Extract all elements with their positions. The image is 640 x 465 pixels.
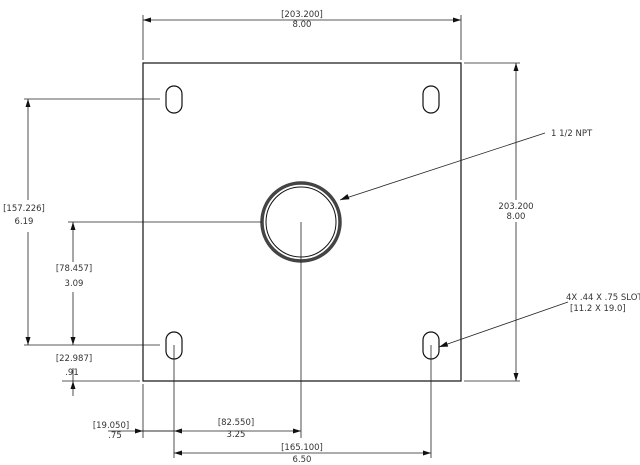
callout-center-hole-label: 1 1/2 NPT <box>551 129 593 139</box>
dim-bottom-slot-offset-imperial: .91 <box>65 368 79 378</box>
dim-left-slot-span: [157.226] 6.19 <box>3 98 160 346</box>
callout-slots-line1: 4X .44 X .75 SLOT <box>566 293 640 303</box>
dim-hole-height-metric: [78.457] <box>56 264 92 274</box>
slot-top-right <box>422 85 440 114</box>
dim-left-slot-span-imperial: 6.19 <box>15 217 34 227</box>
dim-left-slot-offset-metric: [19.050] <box>93 421 129 431</box>
dim-hole-height: [78.457] 3.09 <box>56 221 262 345</box>
dim-top-width: [203.200] 8.00 <box>142 10 462 60</box>
callout-slots: 4X .44 X .75 SLOT [11.2 X 19.0] <box>438 293 640 348</box>
dim-hole-center-x: [82.550] 3.25 <box>143 418 301 440</box>
dim-bottom-slot-offset: [22.987] .91 <box>56 354 140 396</box>
dim-bottom-slot-span: [165.100] 6.50 <box>174 443 431 465</box>
slot-top-left <box>165 85 183 114</box>
callout-center-hole: 1 1/2 NPT <box>339 129 593 201</box>
dim-top-width-imperial: 8.00 <box>293 20 312 30</box>
dim-right-height-imperial: 8.00 <box>507 212 526 222</box>
dim-hole-height-imperial: 3.09 <box>65 279 84 289</box>
callout-slots-line2: [11.2 X 19.0] <box>570 304 626 314</box>
dim-hole-center-x-imperial: 3.25 <box>227 430 246 440</box>
dim-right-height-metric: 203.200 <box>498 202 533 212</box>
dim-bottom-slot-span-metric: [165.100] <box>281 443 323 453</box>
dim-bottom-slot-offset-metric: [22.987] <box>56 354 92 364</box>
dim-bottom-slot-span-imperial: 6.50 <box>293 455 312 465</box>
dim-hole-center-x-metric: [82.550] <box>218 418 254 428</box>
dim-right-height: 203.200 8.00 <box>464 62 534 382</box>
dim-top-width-metric: [203.200] <box>281 10 323 20</box>
dim-left-slot-span-metric: [157.226] <box>3 204 45 214</box>
dim-left-slot-offset-imperial: .75 <box>108 431 122 441</box>
